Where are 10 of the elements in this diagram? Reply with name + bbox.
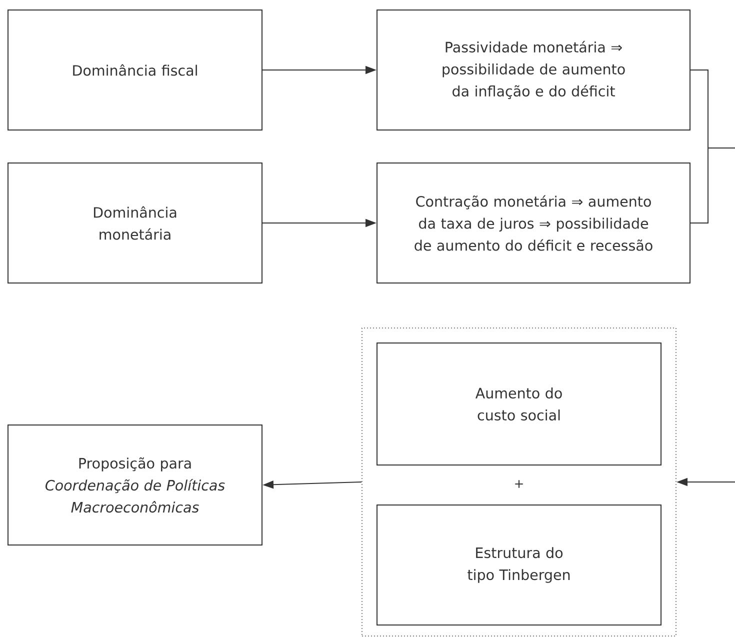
text-box: Passividade monetária ⇒ possibilidade de aumento da inflação e do déficit (376, 10, 690, 130)
text-box: Estrutura do tipo Tinbergen (376, 504, 662, 626)
text-box: Aumento do custo social (376, 342, 662, 466)
connector-line (690, 148, 735, 224)
text-box: Dominância monetária (8, 162, 262, 284)
text-box: Dominância fiscal (8, 10, 262, 130)
plus-sign: + (515, 480, 523, 488)
text-box: Proposição para Coordenação de Políticas Macroeconômicas (8, 424, 262, 546)
text-box: Contração monetária ⇒ aumento da taxa de juros ⇒ possibilidade de aumento do déficit e recessão (376, 162, 690, 284)
dotted-group-box (362, 328, 676, 636)
